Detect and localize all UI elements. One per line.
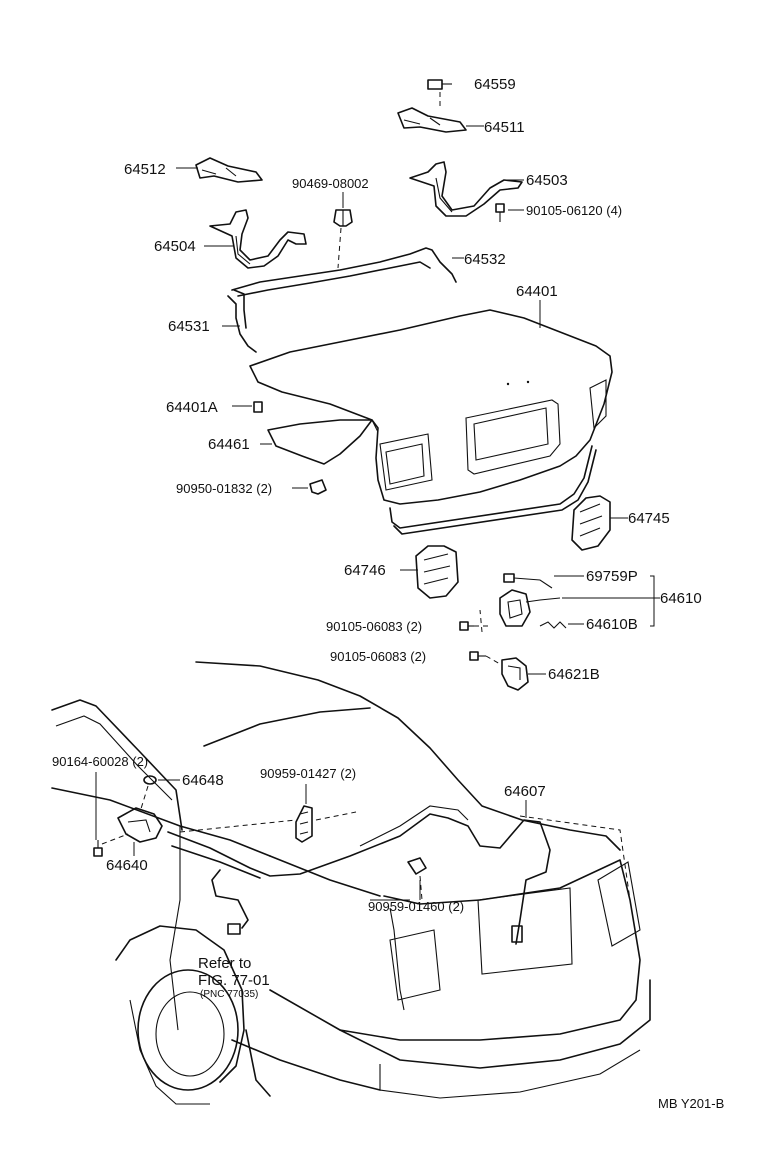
- hinge-64504-part: [209, 209, 307, 269]
- lever-64640-part: [117, 807, 163, 843]
- torsion-rod-64532-part: [231, 247, 457, 297]
- refer-line-2: FIG. 77-01: [198, 972, 270, 989]
- clip-64648-part: [143, 775, 157, 785]
- label-64746: 64746: [344, 562, 386, 579]
- figure-code: MB Y201-B: [658, 1096, 724, 1111]
- cover-64745-part: [571, 495, 611, 551]
- label-64610B: 64610B: [586, 616, 638, 633]
- label-64401A: 64401A: [166, 399, 218, 416]
- label-69759P: 69759P: [586, 568, 638, 585]
- label-90469-08002: 90469-08002: [292, 176, 369, 191]
- label-90164-60028: 90164-60028 (2): [52, 754, 148, 769]
- striker-64621B-part: [501, 657, 529, 691]
- trunk-lid-64401-part: [249, 309, 613, 505]
- label-64461: 64461: [208, 436, 250, 453]
- label-64401: 64401: [516, 283, 558, 300]
- label-64621B: 64621B: [548, 666, 600, 683]
- refer-line-1: Refer to: [198, 955, 251, 972]
- label-64640: 64640: [106, 857, 148, 874]
- label-64504: 64504: [154, 238, 196, 255]
- label-64559: 64559: [474, 76, 516, 93]
- label-64607: 64607: [504, 783, 546, 800]
- label-90105-06083-b: 90105-06083 (2): [330, 649, 426, 664]
- torsion-rod-64531-part: [227, 289, 257, 353]
- weatherstrip-64461-part: [267, 419, 597, 535]
- label-64648: 64648: [182, 772, 224, 789]
- label-90105-06120: 90105-06120 (4): [526, 203, 622, 218]
- label-90959-01460: 90959-01460 (2): [368, 899, 464, 914]
- label-64511: 64511: [484, 119, 525, 136]
- label-64610: 64610: [660, 590, 702, 607]
- label-64503: 64503: [526, 172, 568, 189]
- label-64512: 64512: [124, 161, 166, 178]
- cylinder-69759P-part: [503, 573, 553, 589]
- bracket-64512-part: [195, 157, 263, 183]
- hinge-64503-part: [409, 161, 523, 217]
- cable-64607-part: [167, 805, 551, 945]
- bolt-64559-part: [427, 79, 452, 90]
- label-64531: 64531: [168, 318, 210, 335]
- refer-line-3: (PNC 77035): [200, 989, 258, 1000]
- label-90105-06083-a: 90105-06083 (2): [326, 619, 422, 634]
- label-64745: 64745: [628, 510, 670, 527]
- bumper-64401A-part: [253, 401, 263, 413]
- rod-64610B-part: [539, 621, 567, 629]
- clip-90959-01460-part: [407, 857, 427, 875]
- label-64532: 64532: [464, 251, 506, 268]
- label-90959-01427: 90959-01427 (2): [260, 766, 356, 781]
- vehicle-body: [51, 661, 651, 1105]
- cover-64746-part: [415, 545, 459, 599]
- screw-90164-part: [93, 840, 103, 857]
- bolt-90105-06083-a-part: [459, 621, 474, 631]
- label-90950-01832: 90950-01832 (2): [176, 481, 272, 496]
- lock-64610-part: [499, 589, 561, 627]
- bracket-64511-part: [397, 107, 467, 133]
- grommet-90950-part: [309, 479, 327, 495]
- clip-90469-part: [333, 209, 353, 227]
- bolt-90105-06120-part: [495, 203, 505, 222]
- bolt-90105-06083-b-part: [469, 651, 486, 661]
- clamp-90959-01427-part: [295, 805, 313, 843]
